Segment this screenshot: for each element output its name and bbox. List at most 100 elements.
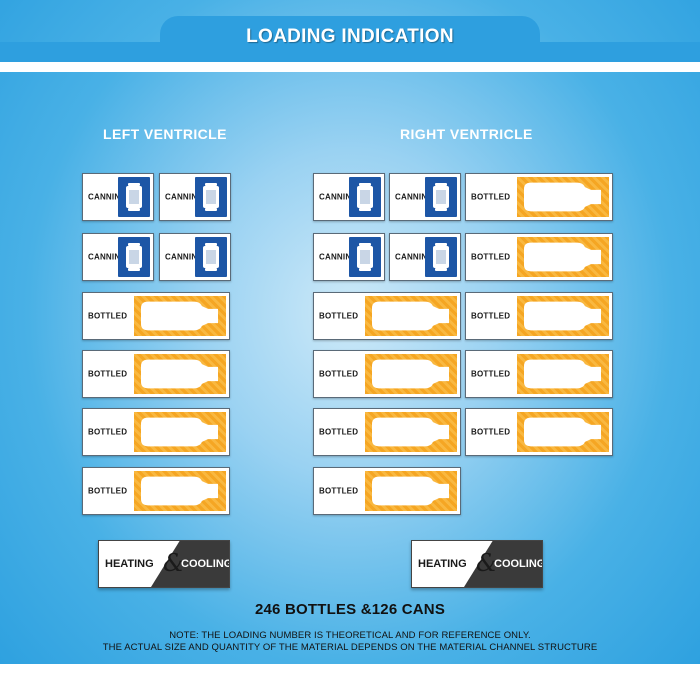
slot-label: CANNING [395, 192, 434, 202]
bottle-tile [517, 237, 609, 277]
left-slot-can: CANNING [82, 173, 154, 221]
heating-label: HEATING [105, 558, 154, 570]
left-slot-bottle: BOTTLED [82, 408, 230, 456]
slot-label: BOTTLED [319, 369, 359, 379]
slot-label: BOTTLED [88, 427, 128, 437]
can-icon [433, 243, 449, 271]
note-line-2: THE ACTUAL SIZE AND QUANTITY OF THE MATE… [102, 642, 598, 653]
right-slot-can: CANNING [313, 233, 385, 281]
header-tab [160, 16, 540, 62]
footer-band [0, 664, 700, 694]
bottle-icon [372, 417, 449, 447]
can-tile [349, 237, 381, 277]
right-slot-can: CANNING [389, 233, 461, 281]
bottle-icon [524, 182, 601, 212]
can-tile [195, 177, 227, 217]
slot-label: CANNING [165, 252, 204, 262]
right-heating-cooling-badge: HEATING & COOLING [411, 540, 543, 588]
header-divider [0, 62, 700, 72]
bottle-tile [517, 354, 609, 394]
can-icon [203, 183, 219, 211]
bottle-icon [524, 359, 601, 389]
can-icon [126, 243, 142, 271]
bottle-icon [141, 476, 218, 506]
can-tile [118, 177, 150, 217]
bottle-tile [517, 177, 609, 217]
slot-label: CANNING [319, 192, 358, 202]
left-slot-bottle: BOTTLED [82, 467, 230, 515]
left-slot-can: CANNING [82, 233, 154, 281]
bottle-icon [524, 417, 601, 447]
bottle-tile [517, 412, 609, 452]
bottle-icon [141, 359, 218, 389]
left-slot-can: CANNING [159, 173, 231, 221]
page-title: LOADING INDICATION [246, 26, 454, 47]
slot-label: CANNING [395, 252, 434, 262]
slot-label: BOTTLED [319, 486, 359, 496]
right-ventricle-title: RIGHT VENTRICLE [400, 126, 533, 142]
bottle-tile [365, 471, 457, 511]
slot-label: BOTTLED [88, 486, 128, 496]
slot-label: BOTTLED [88, 369, 128, 379]
bottle-tile [517, 296, 609, 336]
slot-label: BOTTLED [88, 311, 128, 321]
can-icon [357, 183, 373, 211]
slot-label: BOTTLED [471, 252, 511, 262]
slot-label: BOTTLED [471, 192, 511, 202]
can-tile [195, 237, 227, 277]
can-tile [425, 237, 457, 277]
right-slot-bottle: BOTTLED [313, 292, 461, 340]
slot-label: CANNING [88, 192, 127, 202]
cooling-label: COOLING [181, 558, 230, 570]
left-heating-cooling-badge: HEATING & COOLING [98, 540, 230, 588]
right-slot-bottle: BOTTLED [313, 350, 461, 398]
left-slot-bottle: BOTTLED [82, 292, 230, 340]
bottle-tile [365, 412, 457, 452]
slot-label: CANNING [165, 192, 204, 202]
right-slot-can: CANNING [313, 173, 385, 221]
right-slot-bottle: BOTTLED [313, 467, 461, 515]
bottle-tile [134, 296, 226, 336]
slot-label: BOTTLED [319, 427, 359, 437]
can-tile [425, 177, 457, 217]
right-slot-bottle: BOTTLED [465, 408, 613, 456]
bottle-icon [372, 476, 449, 506]
right-slot-can: CANNING [389, 173, 461, 221]
bottle-icon [524, 301, 601, 331]
slot-label: BOTTLED [471, 311, 511, 321]
right-slot-bottle: BOTTLED [465, 292, 613, 340]
bottle-tile [365, 296, 457, 336]
bottle-icon [372, 359, 449, 389]
slot-label: BOTTLED [471, 369, 511, 379]
bottle-tile [134, 412, 226, 452]
left-ventricle-title: LEFT VENTRICLE [103, 126, 227, 142]
bottle-tile [365, 354, 457, 394]
ampersand-label: & [476, 549, 498, 577]
right-slot-bottle: BOTTLED [465, 233, 613, 281]
right-slot-bottle: BOTTLED [465, 350, 613, 398]
can-tile [349, 177, 381, 217]
left-slot-can: CANNING [159, 233, 231, 281]
can-icon [203, 243, 219, 271]
note-line-1: NOTE: THE LOADING NUMBER IS THEORETICAL … [169, 630, 531, 641]
can-icon [126, 183, 142, 211]
can-tile [118, 237, 150, 277]
slot-label: CANNING [319, 252, 358, 262]
bottle-icon [524, 242, 601, 272]
slot-label: BOTTLED [471, 427, 511, 437]
slot-label: BOTTLED [319, 311, 359, 321]
ampersand-label: & [163, 549, 185, 577]
bottle-icon [141, 417, 218, 447]
bottle-icon [372, 301, 449, 331]
can-icon [357, 243, 373, 271]
can-icon [433, 183, 449, 211]
bottle-icon [141, 301, 218, 331]
bottle-tile [134, 471, 226, 511]
heating-label: HEATING [418, 558, 467, 570]
slot-label: CANNING [88, 252, 127, 262]
left-slot-bottle: BOTTLED [82, 350, 230, 398]
right-slot-bottle: BOTTLED [313, 408, 461, 456]
loading-total: 246 BOTTLES &126 CANS [254, 601, 446, 618]
cooling-label: COOLING [494, 558, 543, 570]
